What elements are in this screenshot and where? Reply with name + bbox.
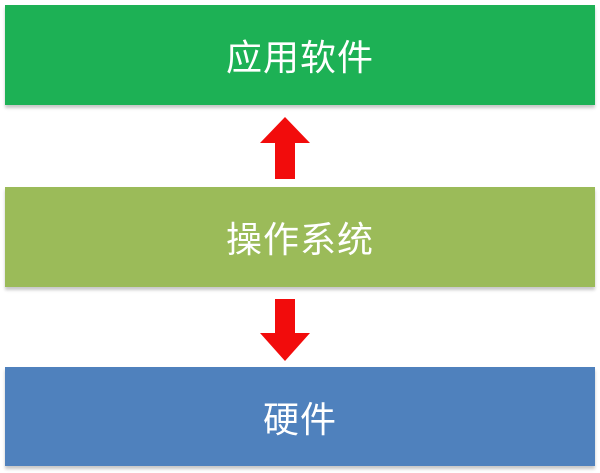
up-arrow-shape xyxy=(260,117,310,179)
up-arrow-icon xyxy=(260,117,310,179)
down-arrow-shape xyxy=(260,299,310,361)
operating-system-layer: 操作系统 xyxy=(5,187,595,287)
hardware-layer: 硬件 xyxy=(5,367,595,466)
application-software-label: 应用软件 xyxy=(225,38,374,79)
application-software-layer: 应用软件 xyxy=(5,5,595,105)
hardware-label: 硬件 xyxy=(262,399,337,441)
down-arrow-icon xyxy=(260,299,310,361)
operating-system-label: 操作系统 xyxy=(225,220,374,261)
